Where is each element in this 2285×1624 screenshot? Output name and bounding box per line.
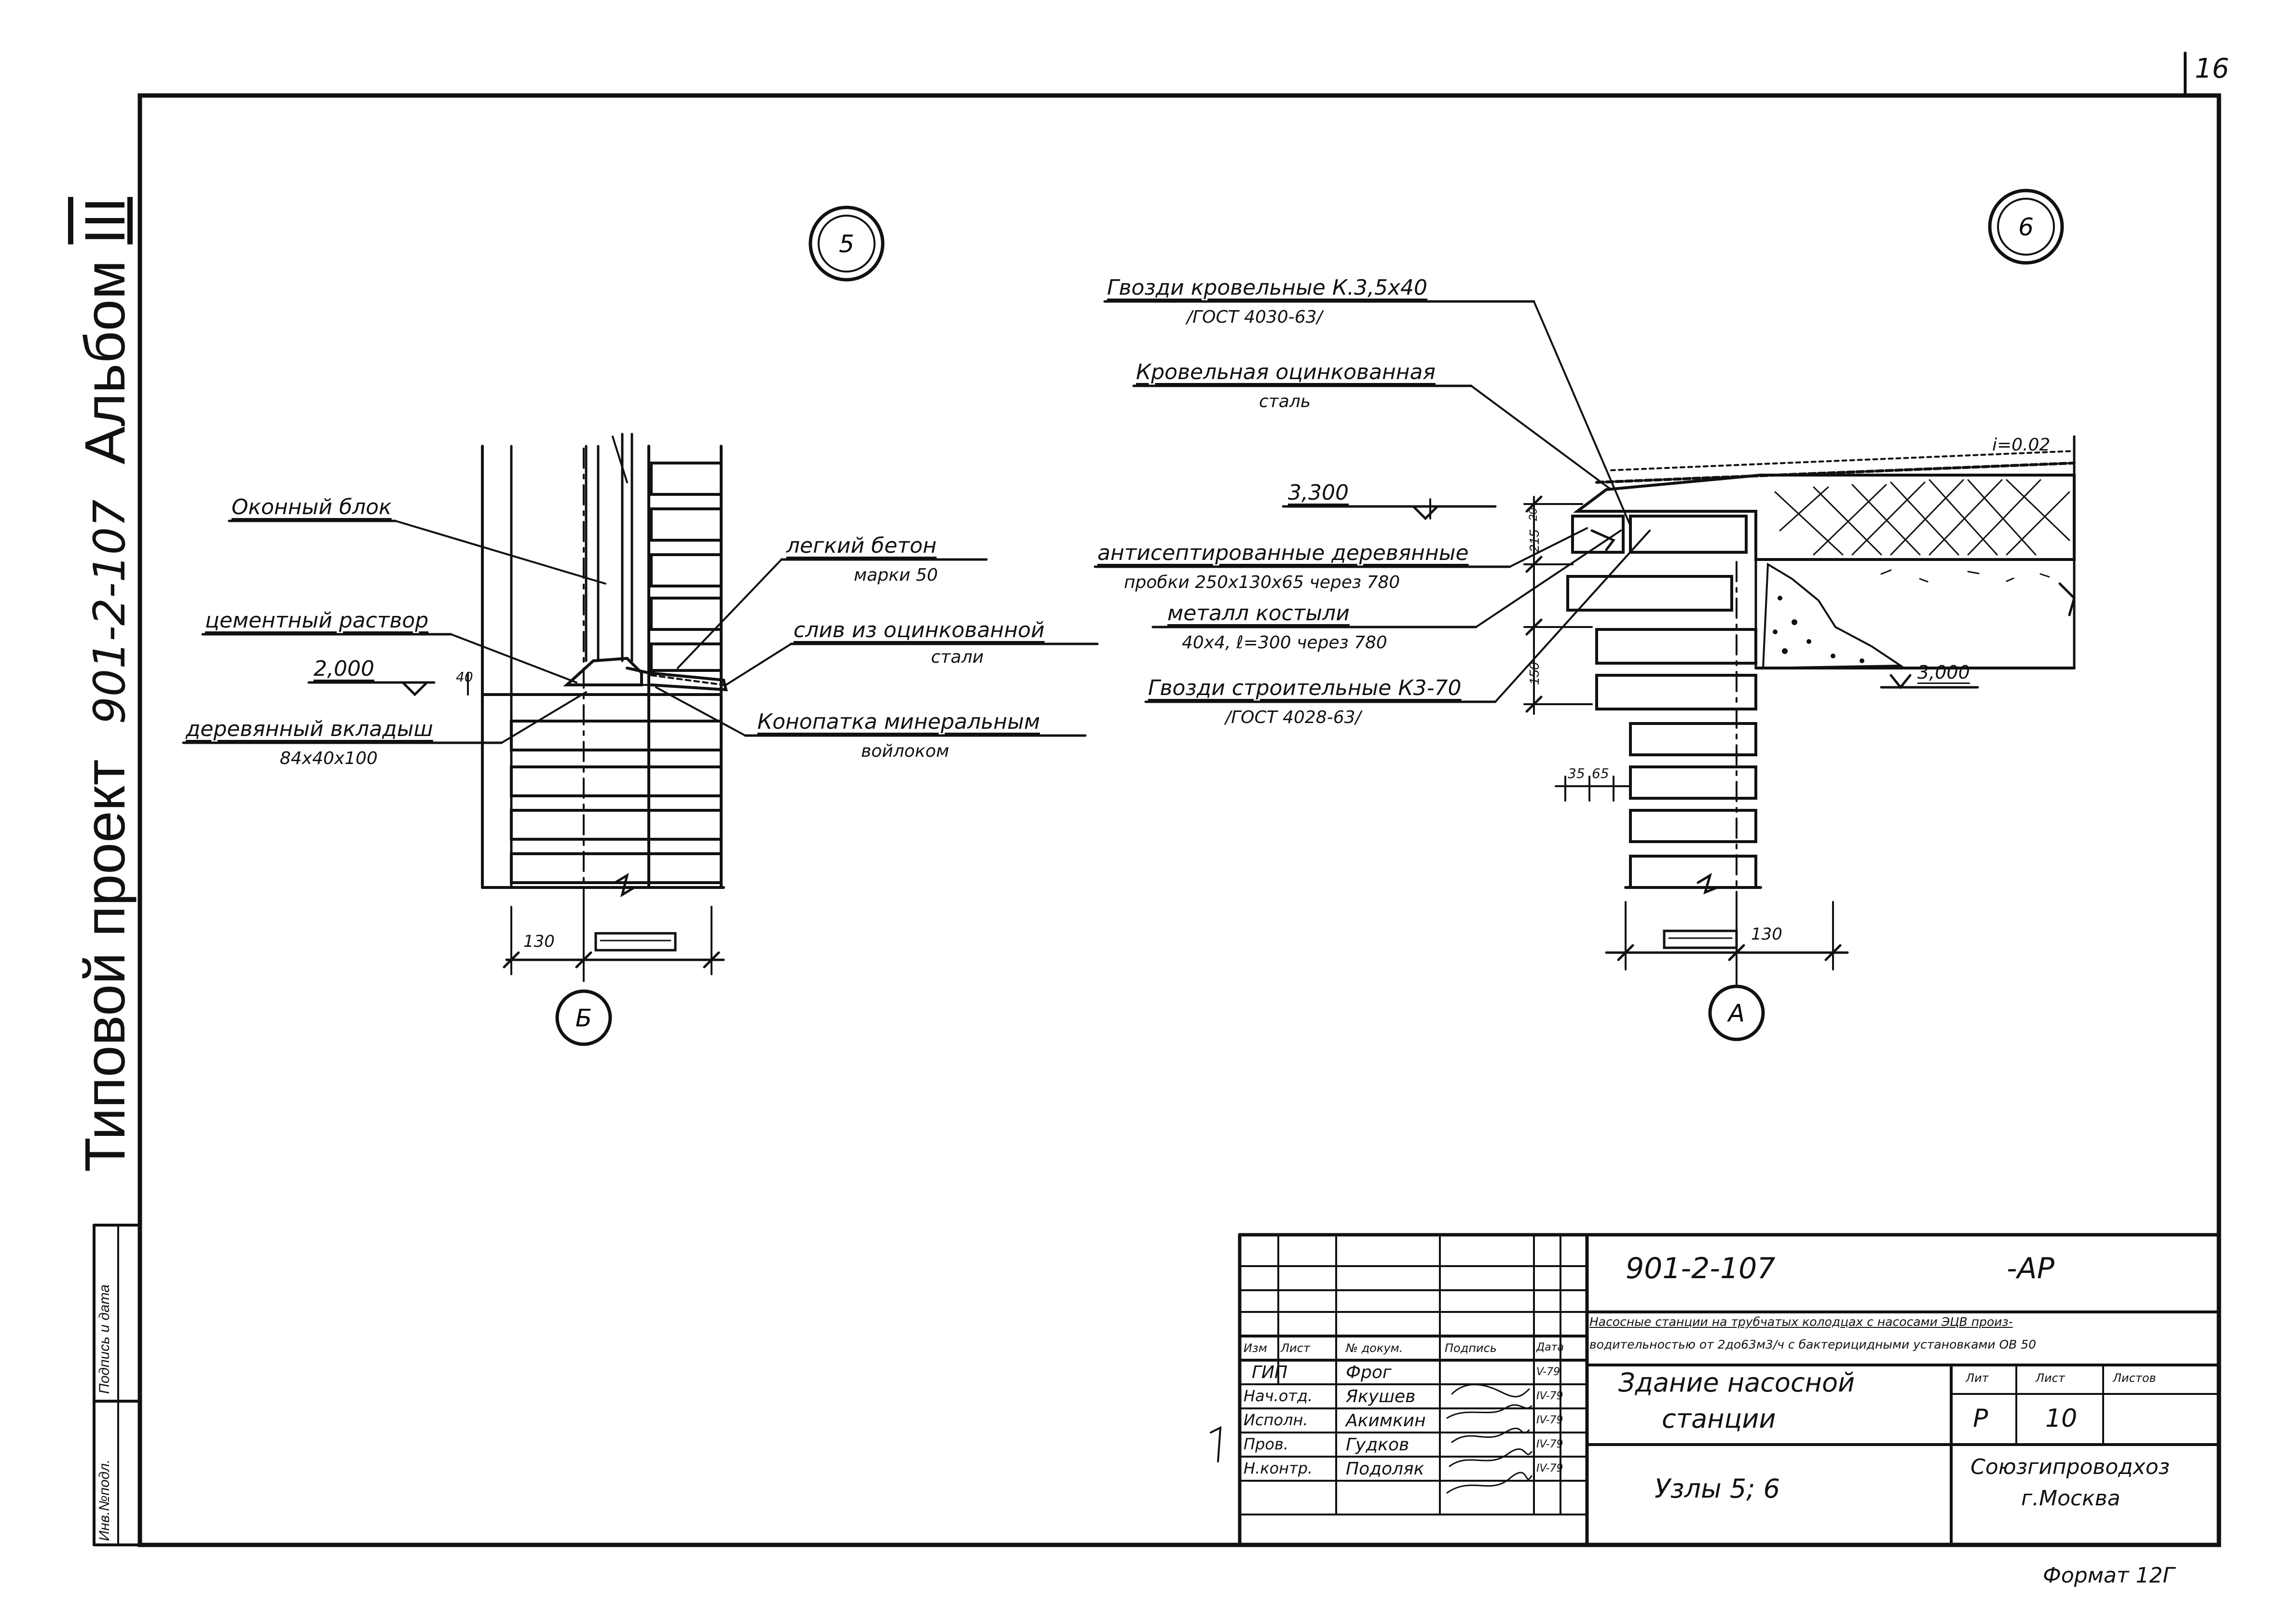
label-drip: слив из оцинкованной [794,618,1045,642]
tb-sheet-header: Лист [2036,1371,2065,1385]
label-light-concrete: легкий бетон [786,533,937,558]
label-wood-insert-size: 84х40х100 [280,749,378,768]
label-metal-spikes: металл костыли [1167,601,1350,626]
label-roof-nails-gost: /ГОСТ 4030-63/ [1187,307,1323,327]
sheet-frame [137,93,2221,1547]
tb-sheets-header: Листов [2113,1371,2156,1385]
label-level-3300: 3,300 [1288,480,1349,505]
tb-row2-date: IV-79 [1536,1390,1563,1402]
label-plugs-size: пробки 250х130х65 через 780 [1124,573,1400,592]
tb-row4-role: Пров. [1244,1435,1288,1453]
dim-35: 35 [1568,765,1585,781]
stamp-inventory: Инв.№подл. [96,1459,112,1541]
label-level-3000: 3,000 [1917,662,1970,683]
label-metal-size: 40х4, ℓ=300 через 780 [1182,633,1387,653]
tb-description-2: водительностью от 2до63м3/ч с бактерицид… [1589,1337,2037,1351]
label-caulk-2: войлоком [861,741,949,761]
tb-row5-date: IV-79 [1536,1462,1563,1474]
dim-65: 65 [1592,765,1609,781]
tb-row4-date: IV-79 [1536,1438,1563,1450]
side-title: Типовой проект 901-2-107 Альбом III [72,197,138,1172]
axis-a-marker: А [1727,999,1745,1027]
label-roof-steel-2: сталь [1259,392,1311,411]
label-roof-steel: Кровельная оцинкованная [1136,360,1436,384]
dim-130-right: 130 [1751,925,1782,944]
axis-b-marker: Б [575,1004,592,1032]
stamp-signature-date: Подпись и дата [96,1284,112,1394]
tb-row5-role: Н.контр. [1244,1459,1313,1477]
tb-row1-role: ГИП [1252,1363,1288,1382]
label-roof-nails: Гвозди кровельные К.3,5х40 [1107,275,1428,300]
label-drip-2: стали [931,647,984,667]
tb-row5-name: Подоляк [1346,1459,1424,1479]
tb-col-date: Дата [1536,1341,1564,1353]
tb-stage: Р [1973,1404,1988,1433]
tb-row2-name: Якушев [1346,1387,1416,1406]
dim-20: 20 [1527,508,1540,521]
label-cement-mortar: цементный раствор [205,608,429,633]
side-title-prefix: Типовой проект [73,759,137,1172]
format-note: Формат 12Г [2043,1563,2175,1588]
tb-row1-date: V-79 [1536,1366,1560,1378]
side-album: Альбом [73,260,137,464]
tb-row2-role: Нач.отд. [1244,1387,1313,1405]
node-5-marker: 5 [839,230,854,258]
tb-building-1: Здание насосной [1618,1367,1855,1398]
tb-row3-date: IV-79 [1536,1414,1563,1426]
side-project-number: 901-2-107 [84,499,135,724]
tb-row1-name: Фрог [1346,1363,1392,1382]
tb-organization: Союзгипроводхоз [1970,1455,2170,1479]
tb-code: 901-2-107 [1626,1252,1776,1285]
label-wood-insert: деревянный вкладыш [186,717,433,741]
label-window-block: Оконный блок [232,495,392,519]
tb-row3-name: Акимкин [1346,1411,1426,1431]
tb-row3-role: Исполн. [1244,1411,1308,1429]
dim-130-left: 130 [523,932,555,951]
label-caulk: Конопатка минеральным [757,710,1040,734]
label-light-concrete-grade: марки 50 [854,565,938,585]
tb-col-doc: № докум. [1346,1341,1403,1355]
sheet-number: 16 [2195,53,2230,84]
label-level-2000: 2,000 [314,656,374,681]
label-slope: i=0.02 [1992,435,2051,455]
side-album-number: III [73,197,137,245]
tb-description-1: Насосные станции на трубчатых колодцах с… [1589,1315,2013,1329]
tb-col-signature: Подпись [1445,1341,1497,1355]
dim-150: 150 [1527,662,1542,685]
tb-city: г.Москва [2021,1486,2121,1511]
label-antiseptic-plugs: антисептированные деревянные [1097,541,1469,565]
title-block [1210,1233,2221,1547]
dim-40: 40 [456,669,473,685]
node-6-marker: 6 [2018,213,2034,241]
node-5-detail [182,205,1099,1046]
tb-drawing-title: Узлы 5; 6 [1655,1474,1780,1504]
tb-col-sheet: Лист [1281,1341,1310,1355]
label-building-nails: Гвозди строительные К3-70 [1148,676,1462,700]
tb-row4-name: Гудков [1346,1435,1409,1455]
tb-col-change: Изм [1244,1341,1267,1355]
tb-stage-header: Лит [1966,1371,1989,1385]
node-6-detail [1094,189,2076,1041]
label-building-nails-gost: /ГОСТ 4028-63/ [1225,708,1361,727]
tb-suffix: -АР [2007,1252,2054,1285]
tb-sheet: 10 [2045,1404,2078,1433]
tb-building-2: станции [1662,1404,1776,1434]
dim-215: 215 [1527,530,1542,552]
